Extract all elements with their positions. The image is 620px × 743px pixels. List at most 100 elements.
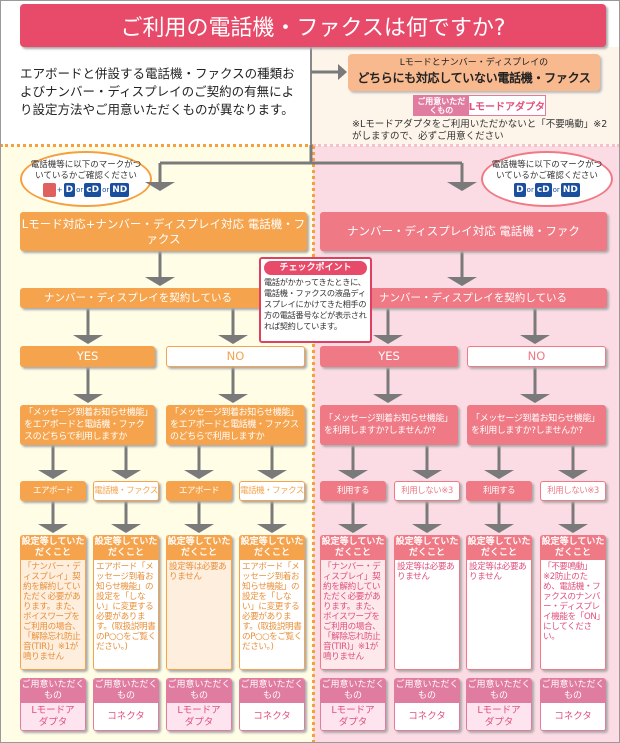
divider — [312, 146, 315, 743]
item-value: Lモードアダプタ — [467, 703, 531, 730]
checkpoint-title: チェックポイント — [264, 261, 367, 275]
lmode-mark-icon — [42, 183, 56, 197]
settings-header: 設定等していただくこと — [467, 536, 531, 560]
settings-text: 「ナンバー・ディスプレイ」契約を解約していただく必要があります。また、ボイスワー… — [21, 560, 85, 669]
option-box: 利用しない※3 — [540, 481, 606, 501]
arrow-head-icon — [373, 394, 403, 403]
plus-text: + — [56, 185, 63, 194]
badge-header: ご用意いただくもの — [414, 96, 469, 115]
arrow-head-icon — [73, 335, 103, 344]
right-contract-question: ナンバー・ディスプレイを契約している — [355, 288, 607, 308]
unsupported-subtitle: Lモードとナンバー・ディスプレイの — [399, 58, 549, 68]
left-yes: YES — [20, 346, 155, 367]
option-box: 利用する — [320, 481, 386, 501]
arrow-head-icon — [184, 470, 214, 479]
settings-header: 設定等していただくこと — [21, 536, 85, 560]
settings-box: 設定等していただくこと「ナンバー・ディスプレイ」契約を解約していただく必要があり… — [20, 535, 86, 670]
checkpoint-callout: チェックポイント 電話がかかってきたときに、電話機・ファクスの液晶ディスプレイに… — [259, 257, 372, 343]
left-contract-question: ナンバー・ディスプレイを契約している — [20, 288, 265, 308]
arrow-head-icon — [412, 524, 442, 533]
settings-text: 設定等は必要ありません — [167, 560, 231, 669]
required-item-box: ご用意いただくものコネクタ — [93, 678, 159, 731]
item-header: ご用意いただくもの — [167, 679, 231, 703]
option-box: 電話機・ファクス — [93, 481, 159, 501]
or-text: or — [76, 185, 84, 194]
required-item-box: ご用意いただくものコネクタ — [540, 678, 606, 731]
option-box: 利用する — [466, 481, 532, 501]
right-phone-type: ナンバー・ディスプレイ対応 電話機・ファク — [320, 212, 607, 251]
item-header: ご用意いただくもの — [541, 679, 605, 703]
mark-check-bubble-left: 電話機等に以下のマークがついているかご確認ください + D or cD or N… — [20, 151, 152, 207]
checkpoint-text: 電話がかかってきたときに、電話機・ファクスの液晶ディスプレイにかけてきた相手の方… — [264, 277, 367, 331]
nd-mark-icon: ND — [560, 183, 580, 197]
arrow-head-icon — [447, 277, 477, 286]
settings-header: 設定等していただくこと — [541, 536, 605, 560]
arrow-head-icon — [73, 394, 103, 403]
settings-box: 設定等していただくこと設定等は必要ありません — [166, 535, 232, 670]
arrow-head-icon — [484, 524, 514, 533]
arrow-head-icon — [145, 277, 175, 286]
settings-text: 「不要鳴動」※2防止のため、電話機・ファクスのナンバー・ディスプレイ機能を「ON… — [541, 560, 605, 669]
arrow-head-icon — [373, 335, 403, 344]
unsupported-title: どちらにも対応していない電話機・ファクス — [357, 71, 591, 85]
arrow-head-icon — [338, 64, 347, 80]
item-header: ご用意いただくもの — [94, 679, 158, 703]
divider — [313, 144, 620, 147]
required-item-badge: ご用意いただくもの Lモードアダプタ — [413, 95, 546, 116]
d-mark-icon: D — [63, 183, 76, 197]
bubble-text: 電話機等に以下のマークがついているかご確認ください — [30, 160, 142, 181]
arrow-head-icon — [484, 470, 514, 479]
d-mark-icon: D — [514, 183, 526, 197]
left-no: NO — [166, 346, 305, 367]
arrow-head-icon — [38, 470, 68, 479]
option-box: エアボード — [166, 481, 232, 501]
adapter-note: ※Lモードアダプタをご利用いただかないと「不要鳴動」※2がしますので、必ずご用意… — [352, 119, 608, 142]
left-yes-question: 「メッセージ到着お知らせ機能」をエアボードと電話機・ファクスのどちらで利用します… — [20, 405, 155, 445]
item-header: ご用意いただくもの — [240, 679, 304, 703]
option-box: エアボード — [20, 481, 86, 501]
settings-text: エアボード「メッセージ到着お知らせ機能」の設定を「しない」に変更する必要がありま… — [94, 560, 158, 669]
required-item-box: ご用意いただくものコネクタ — [239, 678, 305, 731]
arrow-head-icon — [338, 470, 368, 479]
item-header: ご用意いただくもの — [395, 679, 459, 703]
arrow-head-icon — [145, 182, 175, 191]
left-no-question: 「メッセージ到着お知らせ機能」をエアボードと電話機・ファクスのどちらで利用します… — [166, 405, 305, 445]
item-value: Lモードアダプタ — [21, 703, 85, 730]
arrow-head-icon — [111, 470, 141, 479]
settings-header: 設定等していただくこと — [167, 536, 231, 560]
divider — [0, 144, 313, 147]
settings-box: 設定等していただくこと「ナンバー・ディスプレイ」契約を解約していただく必要があり… — [320, 535, 386, 670]
item-header: ご用意いただくもの — [321, 679, 385, 703]
or-text: or — [552, 185, 560, 194]
connector-line — [310, 47, 312, 145]
item-header: ご用意いただくもの — [21, 679, 85, 703]
item-header: ご用意いただくもの — [467, 679, 531, 703]
settings-header: 設定等していただくこと — [94, 536, 158, 560]
arrow-head-icon — [338, 524, 368, 533]
right-no-question: 「メッセージ到着お知らせ機能」を利用しますか?しませんか? — [467, 405, 606, 445]
settings-box: 設定等していただくことエアボード「メッセージ到着お知らせ機能」の設定を「しない」… — [239, 535, 305, 670]
arrow-head-icon — [257, 524, 287, 533]
arrow-head-icon — [218, 394, 248, 403]
item-value: コネクタ — [94, 703, 158, 730]
badge-value: Lモードアダプタ — [468, 96, 545, 115]
option-box: 電話機・ファクス — [239, 481, 305, 501]
right-yes: YES — [320, 346, 458, 367]
item-value: コネクタ — [541, 703, 605, 730]
settings-box: 設定等していただくこと設定等は必要ありません — [466, 535, 532, 670]
settings-header: 設定等していただくこと — [395, 536, 459, 560]
item-value: Lモードアダプタ — [321, 703, 385, 730]
option-box: 利用しない※3 — [394, 481, 460, 501]
required-item-box: ご用意いただくものコネクタ — [394, 678, 460, 731]
arrow-head-icon — [558, 524, 588, 533]
mark-check-bubble-right: 電話機等に以下のマークがついているかご確認ください D or cD or ND — [481, 151, 613, 207]
item-value: コネクタ — [395, 703, 459, 730]
settings-box: 設定等していただくこと「不要鳴動」※2防止のため、電話機・ファクスのナンバー・デ… — [540, 535, 606, 670]
arrow-head-icon — [111, 524, 141, 533]
arrow-head-icon — [38, 524, 68, 533]
cd-mark-icon: cD — [534, 183, 552, 197]
item-value: Lモードアダプタ — [167, 703, 231, 730]
